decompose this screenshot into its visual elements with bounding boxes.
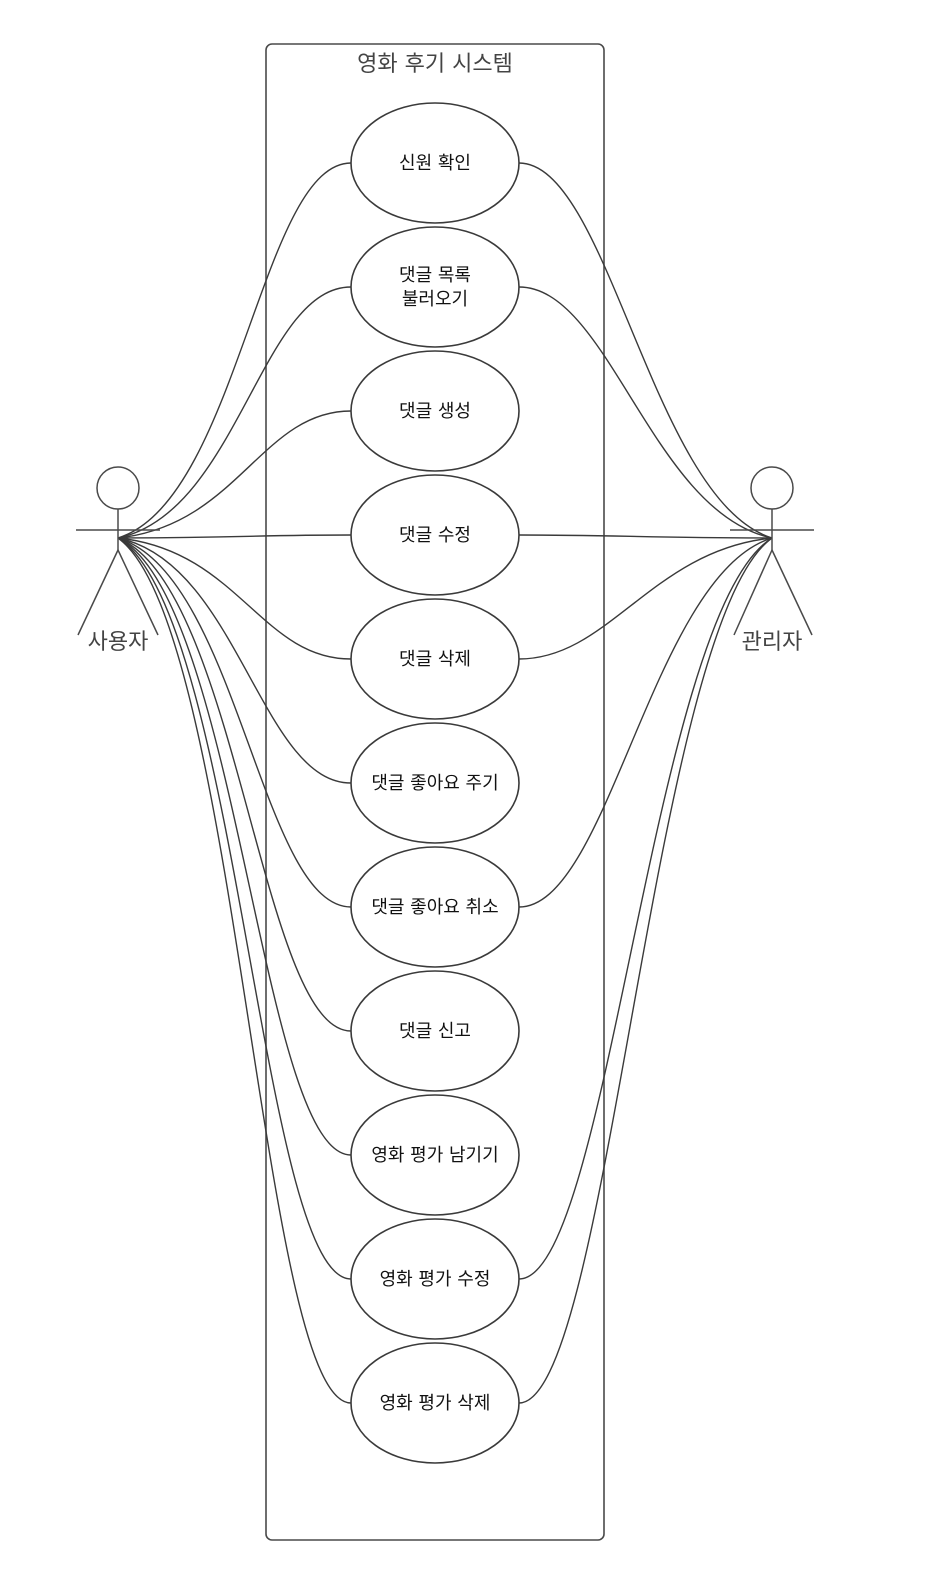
association-admin-uc4: [518, 534, 773, 539]
association-admin-uc10: [518, 537, 773, 1280]
association-user-uc5: [117, 537, 352, 660]
use-case-uc3: 댓글 생성: [350, 350, 520, 472]
use-case-ellipse: [350, 1342, 520, 1464]
actor-user-name: 사용자: [88, 630, 149, 655]
use-case-label: 댓글 생성: [399, 401, 471, 422]
association-user-uc11: [117, 537, 352, 1404]
use-case-uc4: 댓글 수정: [350, 474, 520, 596]
association-user-uc1: [117, 162, 352, 539]
association-user-uc10: [117, 537, 352, 1280]
association-user-uc6: [117, 537, 352, 784]
association-admin-uc7: [518, 537, 773, 908]
use-case-uc8: 댓글 신고: [350, 970, 520, 1092]
use-case-ellipse: [350, 598, 520, 720]
actor-user-leg-left: [77, 549, 119, 636]
actor-admin-leg-right: [771, 549, 813, 636]
use-case-uc7: 댓글 좋아요 취소: [350, 846, 520, 968]
actor-user-leg-right: [117, 549, 159, 636]
use-case-label: 영화 평가 삭제: [380, 1393, 491, 1414]
use-case-uc5: 댓글 삭제: [350, 598, 520, 720]
actor-admin-name: 관리자: [742, 630, 803, 655]
association-admin-uc11: [518, 537, 773, 1404]
use-case-ellipse: [350, 350, 520, 472]
use-case-uc1: 신원 확인: [350, 102, 520, 224]
use-case-label: 댓글 목록: [399, 265, 471, 286]
use-case-uc6: 댓글 좋아요 주기: [350, 722, 520, 844]
association-lines: [117, 162, 773, 1404]
use-case-ellipse: [350, 1218, 520, 1340]
use-case-ellipse: [350, 1094, 520, 1216]
use-case-label: 댓글 좋아요 취소: [371, 897, 498, 918]
association-user-uc7: [117, 537, 352, 908]
actor-user-head: [96, 466, 140, 510]
use-case-label: 댓글 수정: [399, 525, 471, 546]
association-admin-uc5: [518, 537, 773, 660]
actor-admin-head: [750, 466, 794, 510]
use-case-ellipse: [350, 722, 520, 844]
actor-admin: 관리자: [730, 466, 814, 655]
actor-admin-leg-left: [733, 549, 773, 636]
use-case-ellipse: [350, 226, 520, 348]
association-admin-uc1: [518, 162, 773, 539]
association-user-uc9: [117, 537, 352, 1156]
association-user-uc4: [117, 534, 352, 539]
association-admin-uc2: [518, 286, 773, 539]
use-case-label: 영화 평가 남기기: [371, 1145, 498, 1166]
actor-user: 사용자: [76, 466, 160, 655]
use-case-label: 신원 확인: [399, 153, 471, 174]
use-case-uc11: 영화 평가 삭제: [350, 1342, 520, 1464]
system-title: 영화 후기 시스템: [357, 52, 513, 77]
use-case-label: 댓글 신고: [399, 1021, 471, 1042]
use-case-ellipse: [350, 102, 520, 224]
use-case-uc10: 영화 평가 수정: [350, 1218, 520, 1340]
use-case-label: 불러오기: [402, 289, 468, 310]
use-case-uc9: 영화 평가 남기기: [350, 1094, 520, 1216]
use-case-label: 댓글 삭제: [399, 649, 471, 670]
association-user-uc3: [117, 410, 352, 539]
use-case-label: 댓글 좋아요 주기: [371, 773, 498, 794]
use-case-ellipse: [350, 474, 520, 596]
use-case-ellipse: [350, 970, 520, 1092]
association-user-uc2: [117, 286, 352, 539]
use-case-label: 영화 평가 수정: [380, 1269, 491, 1290]
association-user-uc8: [117, 537, 352, 1032]
use-case-ellipse: [350, 846, 520, 968]
